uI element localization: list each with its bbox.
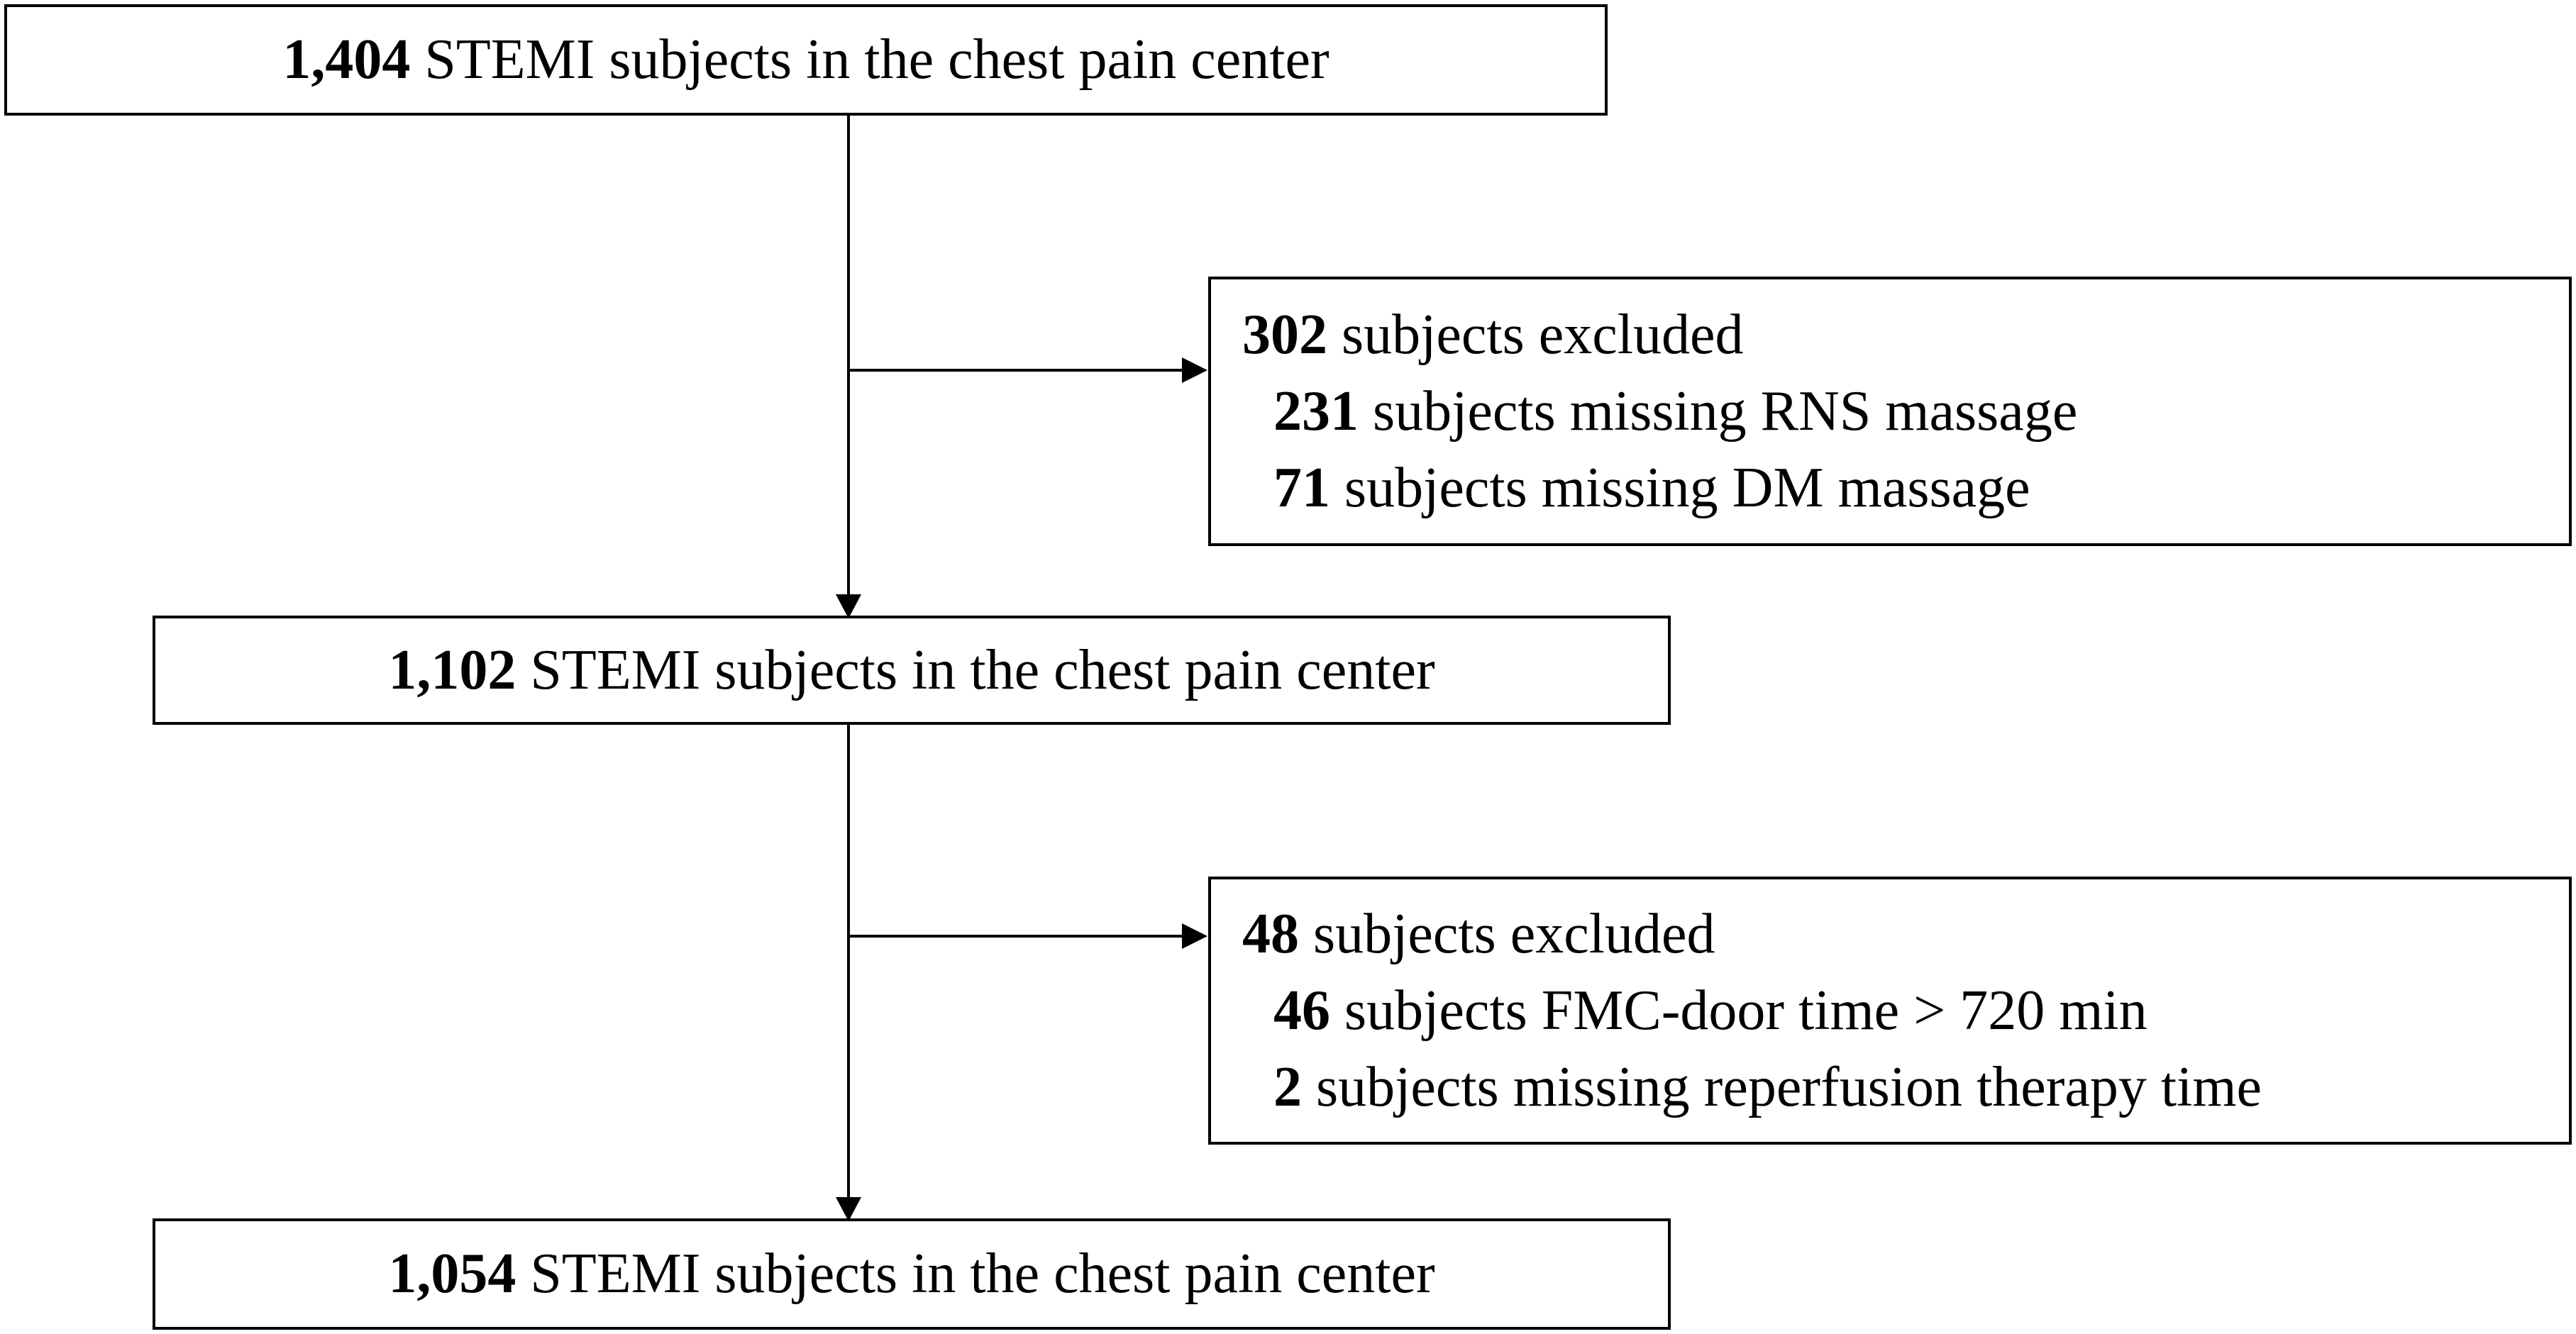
exclusion1-reason2-text: subjects missing DM massage — [1330, 457, 2030, 519]
exclusion2-reason2-text: subjects missing reperfusion therapy tim… — [1302, 1056, 2262, 1118]
exclusion2-reason: 2 subjects missing reperfusion therapy t… — [1242, 1049, 2569, 1125]
exclusion2-reason1-count: 46 — [1273, 979, 1330, 1042]
exclusion1-reason: 71 subjects missing DM massage — [1242, 450, 2569, 526]
step2-box: 1,102 STEMI subjects in the chest pain c… — [153, 616, 1671, 725]
step3-box: 1,054 STEMI subjects in the chest pain c… — [153, 1218, 1671, 1330]
step1-label: 1,404 STEMI subjects in the chest pain c… — [282, 28, 1329, 92]
exclusion2-reason1-text: subjects FMC-door time > 720 min — [1330, 979, 2147, 1042]
exclusion1-reason2-count: 71 — [1273, 457, 1330, 519]
step3-text: STEMI subjects in the chest pain center — [516, 1243, 1435, 1305]
exclusion1-box: 302 subjects excluded 231 subjects missi… — [1208, 277, 2572, 546]
step1-count: 1,404 — [282, 28, 411, 91]
exclusion1-reason1-count: 231 — [1273, 380, 1359, 443]
step1-box: 1,404 STEMI subjects in the chest pain c… — [4, 4, 1608, 116]
step2-count: 1,102 — [388, 638, 516, 701]
exclusion2-reason: 46 subjects FMC-door time > 720 min — [1242, 972, 2569, 1049]
arrowhead-step2 — [836, 594, 861, 618]
step2-label: 1,102 STEMI subjects in the chest pain c… — [388, 638, 1435, 703]
exclusion2-text: subjects excluded — [1299, 903, 1715, 965]
exclusion1-total: 302 subjects excluded — [1242, 296, 2569, 373]
exclusion1-reason1-text: subjects missing RNS massage — [1359, 380, 2078, 443]
arrowhead-step3 — [836, 1197, 861, 1221]
exclusion2-total: 48 subjects excluded — [1242, 896, 2569, 972]
exclusion1-count: 302 — [1242, 304, 1327, 366]
step3-count: 1,054 — [388, 1243, 516, 1305]
arrowhead-exclusion2 — [1182, 923, 1207, 949]
arrowhead-exclusion1 — [1182, 357, 1207, 383]
step2-text: STEMI subjects in the chest pain center — [516, 638, 1435, 701]
exclusion2-box: 48 subjects excluded 46 subjects FMC-doo… — [1208, 877, 2572, 1145]
exclusion1-reason: 231 subjects missing RNS massage — [1242, 373, 2569, 450]
step1-text: STEMI subjects in the chest pain center — [410, 28, 1330, 91]
exclusion2-count: 48 — [1242, 903, 1299, 965]
exclusion2-reason2-count: 2 — [1273, 1056, 1302, 1118]
exclusion1-text: subjects excluded — [1327, 304, 1744, 366]
step3-label: 1,054 STEMI subjects in the chest pain c… — [388, 1242, 1435, 1306]
